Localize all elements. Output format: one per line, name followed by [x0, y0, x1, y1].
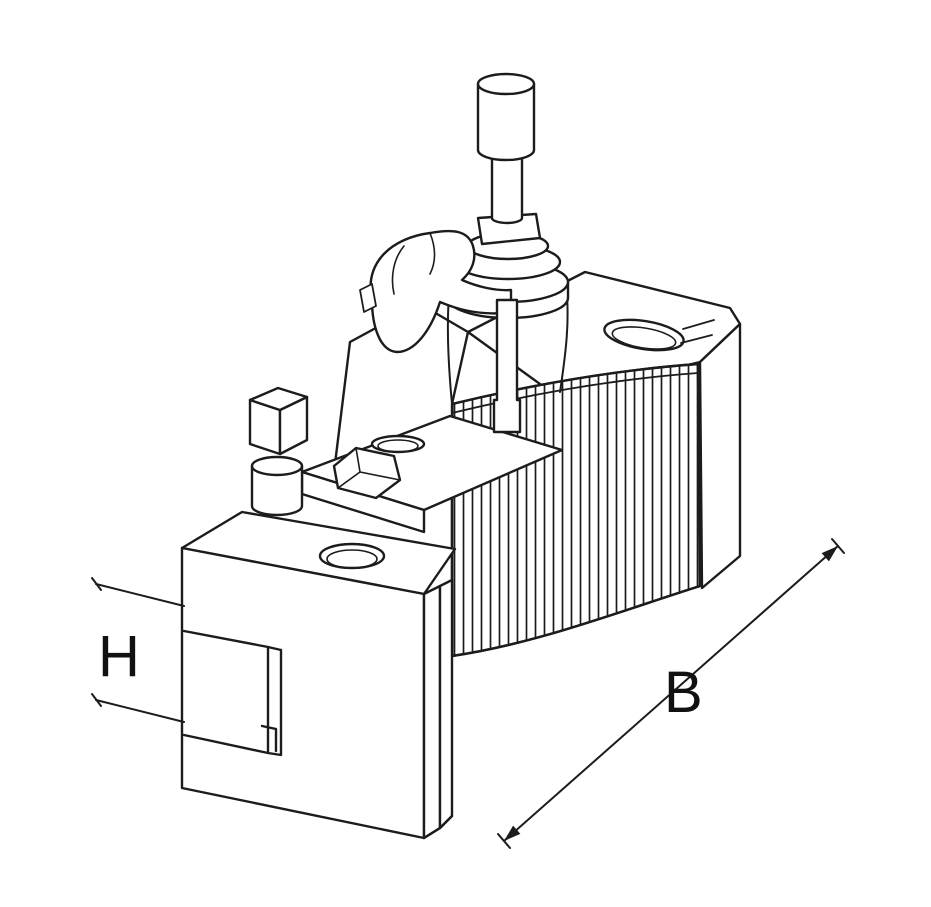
clamp-lever-detail [391, 232, 436, 295]
lever-clip [359, 283, 377, 313]
tool-slot-bottom-edge [422, 814, 454, 840]
slot-channel-lines [680, 319, 715, 344]
drawing-lines: H B [91, 72, 845, 849]
dimension-h-extension-lines [95, 583, 185, 723]
dimension-h-end-ticks [91, 577, 102, 707]
set-screw-head-top [248, 386, 309, 412]
front-block-front-face [180, 546, 426, 840]
dimension-b-arrowhead-right [821, 546, 838, 562]
front-block-slot-hole-inner [326, 549, 378, 569]
serration-top-edge [451, 372, 699, 414]
hex-nut-facets [337, 447, 401, 489]
dovetail-notch [182, 629, 283, 757]
mid-slot-hole-inner [377, 439, 419, 453]
front-block-slot-hole [318, 542, 386, 570]
handle-knob [476, 82, 536, 162]
handle-shaft [490, 150, 524, 225]
dimension-b-arrowhead-left [504, 825, 521, 841]
body-right-face [698, 322, 742, 590]
handle-knob-top [476, 72, 536, 96]
dimension-b: B [497, 538, 845, 849]
serrated-surface-ribs [450, 362, 702, 658]
set-screw-collar-top [250, 455, 304, 477]
dimension-h-label: H [98, 624, 140, 689]
dimension-h: H [91, 577, 185, 723]
tool-slot-wall-1 [422, 584, 442, 840]
dimension-b-label: B [664, 660, 703, 725]
top-right-slot-hole-inner [611, 326, 677, 350]
dimension-b-line [503, 545, 839, 842]
locking-stud-pin [492, 298, 522, 434]
set-screw-collar-body [250, 464, 304, 517]
tool-slot-wall-2 [438, 578, 454, 830]
